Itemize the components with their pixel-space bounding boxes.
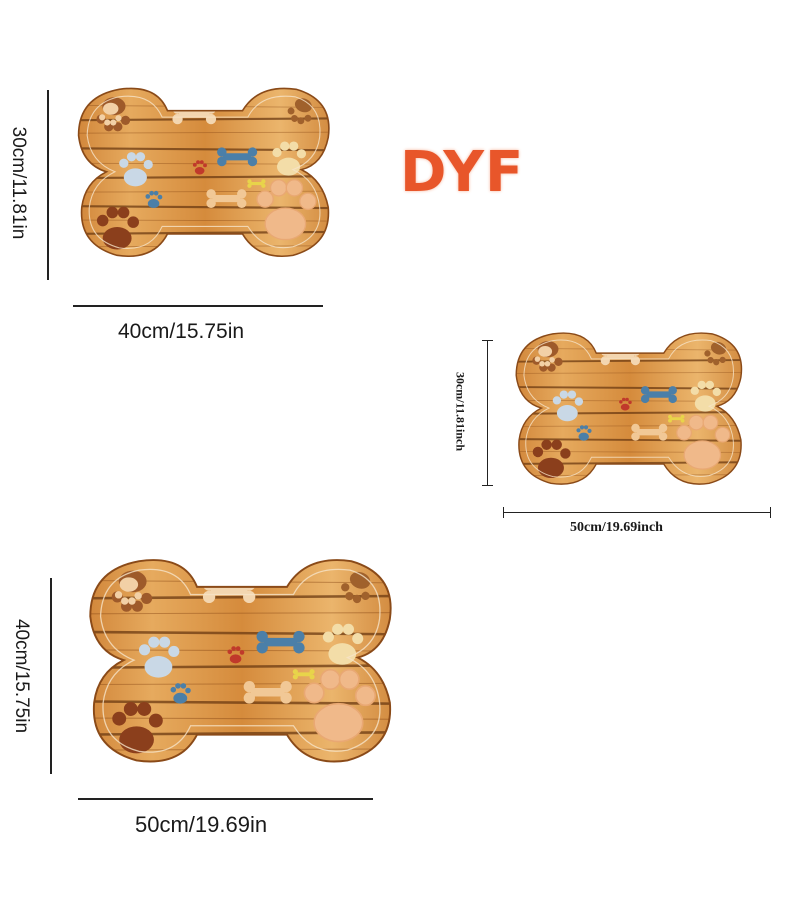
height-tick-bottom-medium bbox=[482, 485, 493, 486]
width-tick-left-medium bbox=[503, 507, 504, 518]
height-tick-top-medium bbox=[482, 340, 493, 341]
bone-mat-medium-image bbox=[495, 325, 765, 497]
width-dimension-line-medium bbox=[503, 512, 771, 513]
width-label-medium: 50cm/19.69inch bbox=[570, 520, 663, 535]
bone-mat-small-image bbox=[55, 80, 355, 270]
width-label-large: 50cm/19.69in bbox=[135, 812, 268, 837]
width-dimension-line-small bbox=[73, 305, 323, 307]
height-label-medium: 30cm/11.81inch bbox=[453, 371, 468, 451]
width-label-small: 40cm/15.75in bbox=[118, 320, 245, 343]
height-dimension-line-large bbox=[50, 578, 52, 774]
height-dimension-line-medium bbox=[487, 340, 488, 485]
width-dimension-line-large bbox=[78, 798, 373, 800]
brand-logo: DYF bbox=[400, 140, 525, 205]
height-dimension-line-small bbox=[47, 90, 49, 280]
bone-mat-large-image bbox=[62, 550, 422, 778]
height-label-large: 40cm/15.75in bbox=[11, 618, 32, 734]
height-label-small: 30cm/11.81in bbox=[8, 126, 29, 240]
width-tick-right-medium bbox=[770, 507, 771, 518]
